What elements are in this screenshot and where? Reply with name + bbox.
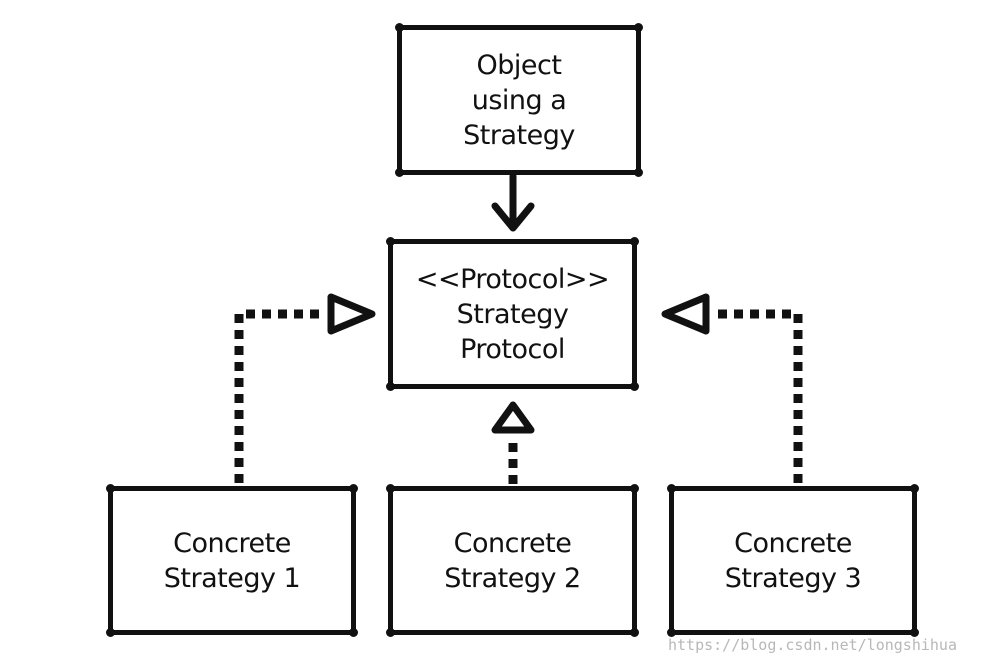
implements-2-triangle-head bbox=[491, 401, 535, 434]
box-corner-dot bbox=[395, 23, 404, 32]
box-corner-dot bbox=[395, 168, 404, 177]
implements-relation-1 bbox=[234, 293, 376, 483]
box-label-line: using a bbox=[471, 84, 567, 116]
box-corner-dot bbox=[630, 484, 639, 493]
box-corner-dot bbox=[667, 628, 676, 637]
box-corner-dot bbox=[106, 628, 115, 637]
box-corner-dot bbox=[349, 628, 358, 637]
implements-1-triangle-head bbox=[327, 293, 376, 335]
box-corner-dot bbox=[634, 23, 643, 32]
implements-relation-3 bbox=[661, 293, 803, 483]
box-corner-dot bbox=[910, 628, 919, 637]
box-label-line: Strategy 1 bbox=[163, 562, 301, 594]
implements-3-dotted-line bbox=[711, 309, 803, 483]
watermark-text: https://blog.csdn.net/longshihua bbox=[668, 636, 957, 654]
box-label-line: Strategy bbox=[456, 298, 569, 330]
box-label-line: Strategy bbox=[463, 119, 575, 151]
box-corner-dot bbox=[386, 382, 395, 391]
implements-relation-2 bbox=[491, 401, 535, 484]
concrete-strategy-1-box: Concrete Strategy 1 bbox=[106, 484, 358, 637]
box-label-line: Strategy 2 bbox=[444, 562, 581, 594]
box-corner-dot bbox=[106, 484, 115, 493]
box-label-line: Concrete bbox=[734, 527, 852, 559]
box-corner-dot bbox=[349, 484, 358, 493]
box-corner-dot bbox=[630, 628, 639, 637]
implements-3-triangle-head bbox=[661, 293, 710, 335]
box-label-line: Strategy 3 bbox=[724, 562, 862, 594]
box-corner-dot bbox=[630, 237, 639, 246]
object-using-strategy-box: Object using a Strategy bbox=[395, 23, 643, 177]
box-label-line: Protocol bbox=[460, 333, 565, 365]
protocol-stereotype-label: <<Protocol>> bbox=[415, 263, 610, 295]
box-corner-dot bbox=[386, 628, 395, 637]
uses-relation-arrow bbox=[491, 172, 535, 232]
uses-arrow-head bbox=[491, 202, 535, 232]
box-corner-dot bbox=[910, 484, 919, 493]
box-corner-dot bbox=[667, 484, 676, 493]
strategy-protocol-box: <<Protocol>> Strategy Protocol bbox=[386, 237, 639, 391]
box-label-line: Concrete bbox=[453, 527, 572, 559]
concrete-strategy-3-box: Concrete Strategy 3 bbox=[667, 484, 919, 637]
box-corner-dot bbox=[386, 237, 395, 246]
box-label-line: Concrete bbox=[173, 527, 291, 559]
concrete-strategy-2-box: Concrete Strategy 2 bbox=[386, 484, 639, 637]
implements-1-dotted-line bbox=[234, 309, 326, 483]
box-corner-dot bbox=[634, 168, 643, 177]
box-corner-dot bbox=[630, 382, 639, 391]
box-corner-dot bbox=[386, 484, 395, 493]
box-label-line: Object bbox=[476, 49, 562, 81]
